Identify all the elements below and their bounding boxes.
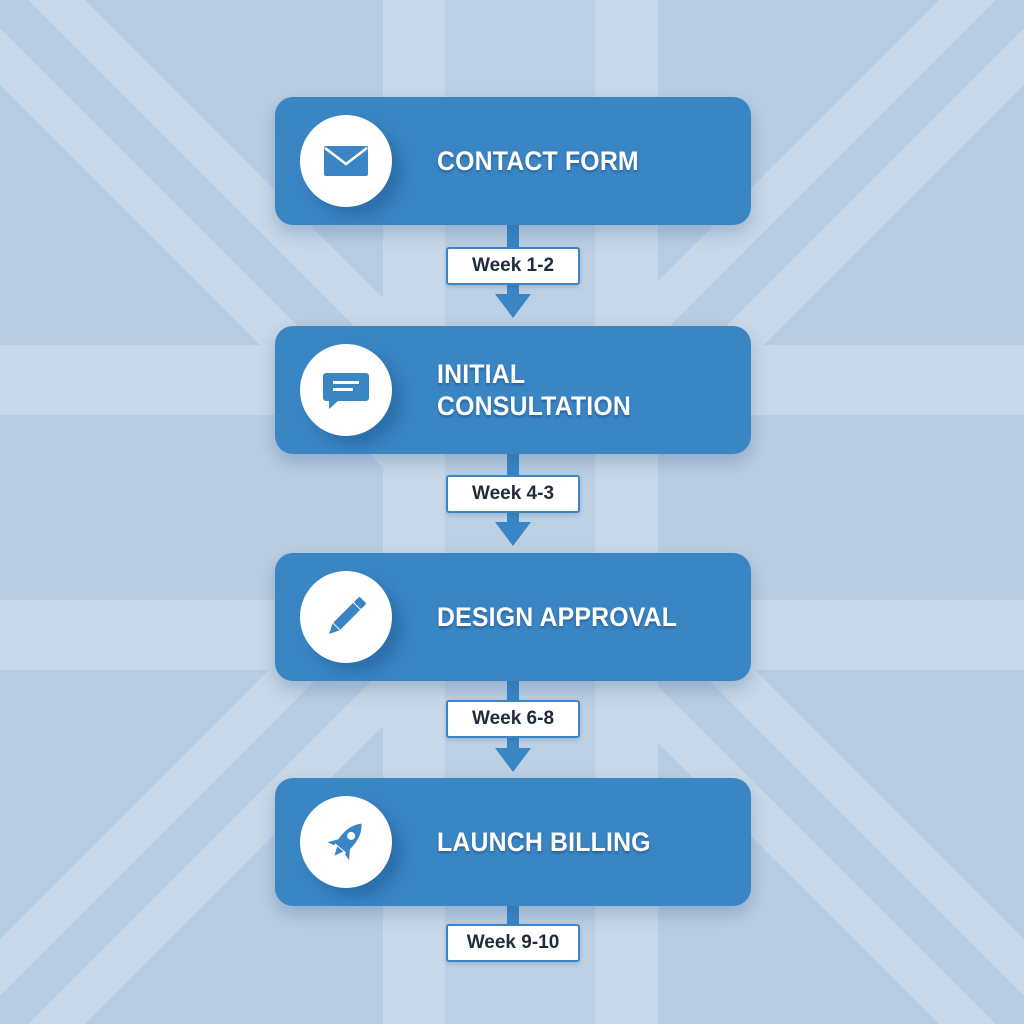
step-design-approval: DESIGN APPROVAL <box>275 553 751 681</box>
rocket-icon <box>327 823 362 861</box>
step-launch-billing: LAUNCH BILLING <box>275 778 751 906</box>
step-label: DESIGN APPROVAL <box>437 602 678 632</box>
step-contact-form: CONTACT FORM <box>275 97 751 225</box>
step-label: LAUNCH BILLING <box>437 827 651 857</box>
chat-bubble-icon <box>323 373 369 409</box>
week-badge: Week 4-3 <box>446 475 580 513</box>
week-badge: Week 1-2 <box>446 247 580 285</box>
step-icon-circle <box>300 796 392 888</box>
step-label: INITIAL CONSULTATION <box>437 359 632 421</box>
step-initial-consultation: INITIAL CONSULTATION <box>275 326 751 454</box>
arrow-down-icon <box>495 522 531 546</box>
pencil-icon <box>329 597 366 634</box>
arrow-down-icon <box>495 294 531 318</box>
step-label: CONTACT FORM <box>437 146 639 176</box>
week-badge: Week 6-8 <box>446 700 580 738</box>
step-icon-circle <box>300 115 392 207</box>
week-badge: Week 9-10 <box>446 924 580 962</box>
envelope-icon <box>324 146 368 176</box>
arrow-down-icon <box>495 748 531 772</box>
step-icon-circle <box>300 344 392 436</box>
step-icon-circle <box>300 571 392 663</box>
